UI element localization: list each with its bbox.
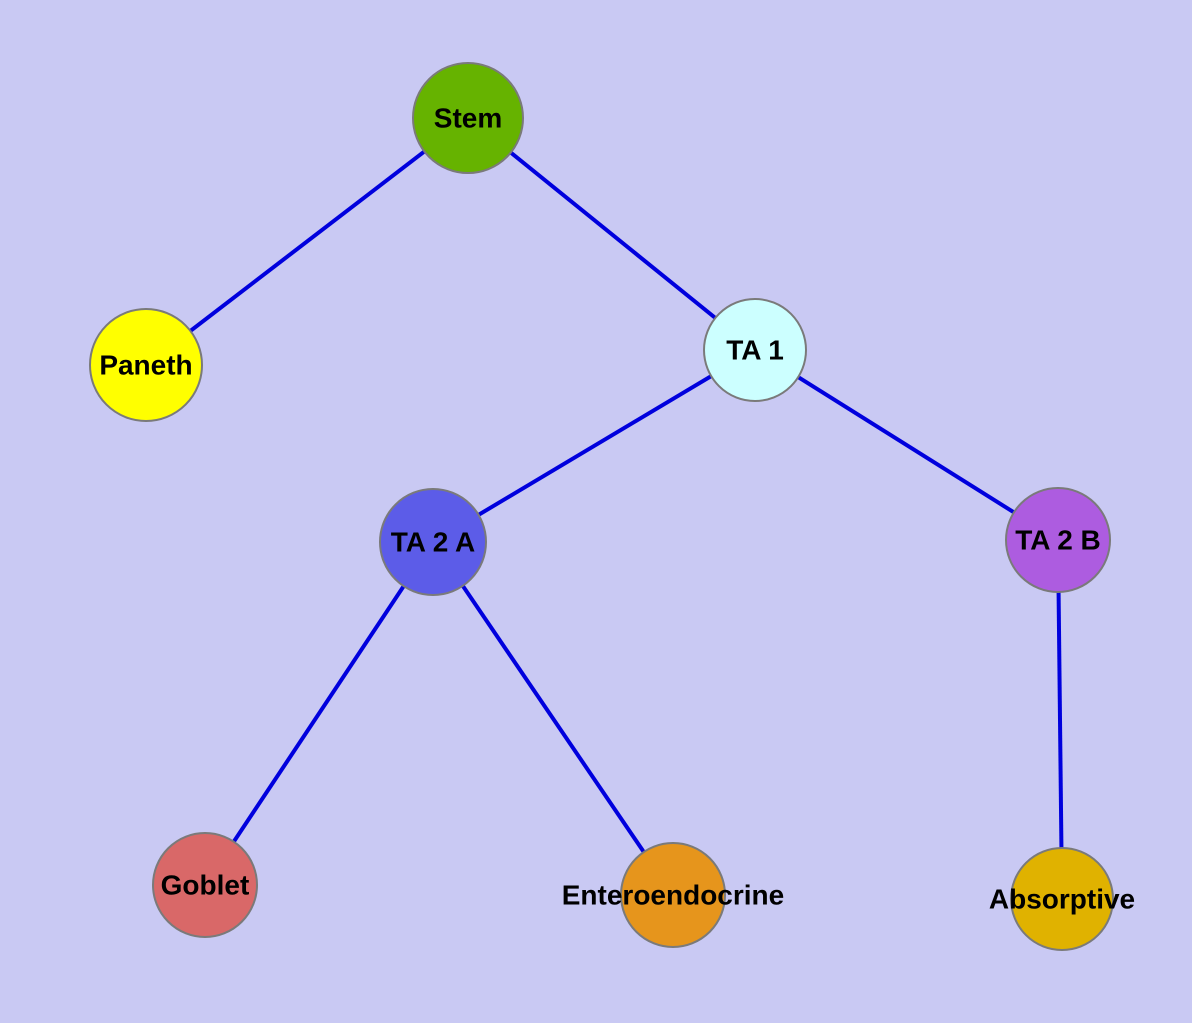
- node-label-absorptive: Absorptive: [989, 884, 1135, 915]
- node-circle-enteroendocrine[interactable]: [620, 842, 726, 948]
- node-ta-2-b[interactable]: TA 2 B: [1005, 487, 1111, 593]
- edge-stem-to-ta-1: [466, 116, 757, 352]
- edge-ta-2-a-to-enteroendocrine: [431, 540, 675, 897]
- node-stem[interactable]: Stem: [412, 62, 524, 174]
- node-label-ta-1: TA 1: [726, 335, 784, 366]
- edge-stem-to-paneth: [144, 116, 470, 367]
- edge-ta-2-b-to-absorptive: [1056, 539, 1064, 900]
- node-circle-ta-1[interactable]: [703, 298, 807, 402]
- node-label-enteroendocrine: Enteroendocrine: [562, 880, 784, 911]
- edge-ta-2-a-to-goblet: [203, 540, 435, 887]
- edge-ta-1-to-ta-2-b: [753, 348, 1060, 542]
- node-circle-goblet[interactable]: [152, 832, 258, 938]
- node-circle-ta-2-b[interactable]: [1005, 487, 1111, 593]
- node-label-ta-2-a: TA 2 A: [391, 527, 476, 558]
- node-circle-paneth[interactable]: [89, 308, 203, 422]
- node-label-paneth: Paneth: [99, 350, 192, 381]
- node-circle-ta-2-a[interactable]: [379, 488, 487, 596]
- node-enteroendocrine[interactable]: Enteroendocrine: [562, 842, 784, 948]
- edge-ta-1-to-ta-2-a: [431, 348, 757, 544]
- node-absorptive[interactable]: Absorptive: [989, 847, 1135, 951]
- node-label-ta-2-b: TA 2 B: [1015, 525, 1101, 556]
- node-paneth[interactable]: Paneth: [89, 308, 203, 422]
- node-label-goblet: Goblet: [161, 870, 250, 901]
- node-label-stem: Stem: [434, 103, 502, 134]
- node-goblet[interactable]: Goblet: [152, 832, 258, 938]
- node-circle-absorptive[interactable]: [1010, 847, 1114, 951]
- node-ta-2-a[interactable]: TA 2 A: [379, 488, 487, 596]
- node-circle-stem[interactable]: [412, 62, 524, 174]
- node-ta-1[interactable]: TA 1: [703, 298, 807, 402]
